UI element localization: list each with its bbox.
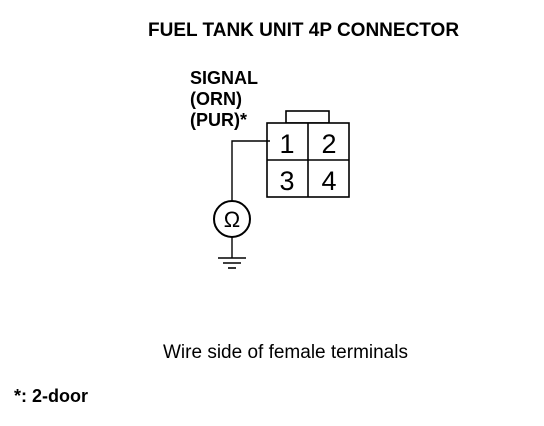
terminal-3: 3 <box>279 166 294 196</box>
ohm-icon: Ω <box>224 207 240 232</box>
connector-lock-tab <box>285 110 330 124</box>
view-caption: Wire side of female terminals <box>163 342 408 363</box>
signal-label-line3: (PUR)* <box>190 110 247 130</box>
probe-wire <box>231 140 270 202</box>
terminal-4: 4 <box>321 166 336 196</box>
ohmmeter: Ω <box>213 200 251 238</box>
diagram-title: FUEL TANK UNIT 4P CONNECTOR <box>148 20 459 41</box>
terminal-1: 1 <box>279 129 294 159</box>
ground-icon <box>218 257 246 269</box>
terminal-2: 2 <box>321 129 336 159</box>
connector-4p <box>266 110 350 198</box>
signal-label-line1: SIGNAL <box>190 68 258 88</box>
signal-label-line2: (ORN) <box>190 89 242 109</box>
footnote: *: 2-door <box>14 386 88 406</box>
